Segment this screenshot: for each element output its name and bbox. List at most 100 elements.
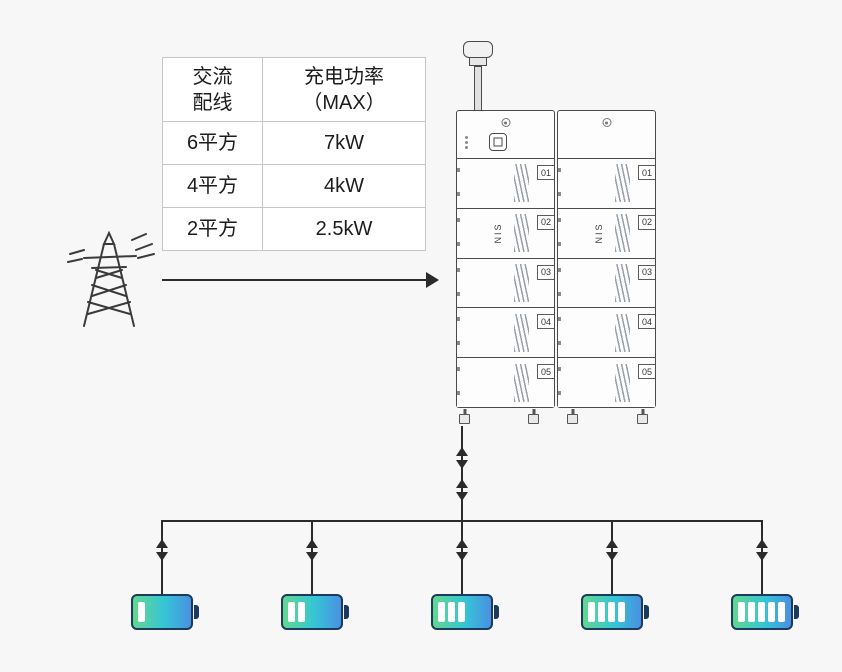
hinge-icon	[457, 168, 460, 172]
vent-grille-icon	[514, 363, 529, 402]
battery-charge-bar	[438, 602, 445, 622]
slot-number-badge: 01	[638, 165, 655, 180]
vent-grille-icon	[615, 313, 630, 352]
battery-slot: 05	[558, 357, 655, 407]
arrow-down-icon	[456, 552, 468, 561]
cabinet-left-column: 01 NIS 02 03 04 05	[456, 110, 555, 408]
battery-charge-bar	[288, 602, 295, 622]
battery-icon	[581, 594, 643, 630]
antenna-neck	[469, 57, 487, 66]
bidirectional-arrow-icon	[456, 447, 468, 469]
bidirectional-arrow-icon	[156, 539, 168, 561]
arrow-up-icon	[756, 539, 768, 548]
hinge-icon	[558, 217, 561, 222]
battery-charge-bar	[768, 602, 775, 622]
trunk-line	[461, 426, 463, 521]
arrow-down-icon	[756, 552, 768, 561]
cabinet-antenna-icon	[463, 41, 493, 111]
arrow-up-icon	[456, 479, 468, 488]
vent-grille-icon	[615, 164, 630, 203]
power-cell: 2.5kW	[262, 207, 426, 251]
arrow-down-icon	[156, 552, 168, 561]
slot-number-badge: 02	[638, 214, 655, 230]
arrow-up-icon	[456, 539, 468, 548]
battery-charge-bar	[608, 602, 615, 622]
vent-grille-icon	[615, 214, 630, 253]
vent-grille-icon	[514, 313, 529, 352]
hinge-icon	[558, 168, 561, 172]
battery-icon	[731, 594, 793, 630]
camera-icon	[489, 133, 507, 151]
battery-charge-bar	[618, 602, 625, 622]
battery-charge-bar	[138, 602, 145, 622]
slot-number-badge: 03	[638, 264, 655, 280]
battery-charge-bar	[598, 602, 605, 622]
bidirectional-arrow-icon	[456, 479, 468, 501]
slot-number-badge: 03	[537, 264, 554, 280]
wiring-cell: 4平方	[162, 164, 263, 208]
antenna-cap	[463, 41, 493, 58]
charging-cabinet: 01 NIS 02 03 04 05	[456, 110, 656, 408]
hinge-icon	[558, 367, 561, 372]
battery-charge-bar	[458, 602, 465, 622]
table-row: 2平方 2.5kW	[162, 207, 426, 251]
battery-charge-bar	[758, 602, 765, 622]
indicator-dots-icon	[465, 136, 468, 139]
logo-icon	[501, 118, 510, 127]
hinge-icon	[457, 217, 460, 222]
battery-icon	[431, 594, 493, 630]
slot-number-badge: 02	[537, 214, 554, 230]
power-feed-line	[162, 279, 426, 281]
arrow-up-icon	[306, 539, 318, 548]
battery-slot: 01	[457, 159, 554, 208]
battery-slot: 03	[558, 257, 655, 308]
cabinet-right-header	[558, 111, 655, 159]
arrow-down-icon	[306, 552, 318, 561]
cabinet-foot	[459, 414, 470, 424]
table-row: 6平方 7kW	[162, 121, 426, 165]
wiring-cell: 6平方	[162, 121, 263, 165]
slot-number-badge: 04	[537, 314, 554, 330]
cabinet-right-column: 01 NIS 02 03 04 05	[557, 110, 656, 408]
battery-charge-bar	[738, 602, 745, 622]
hinge-icon	[558, 317, 561, 322]
battery-icon	[131, 594, 193, 630]
battery-charge-bar	[448, 602, 455, 622]
hinge-icon	[457, 367, 460, 372]
slot-number-badge: 04	[638, 314, 655, 330]
battery-slot: 01	[558, 159, 655, 208]
battery-charge-bar	[778, 602, 785, 622]
ac-wiring-spec-table: 交流 配线 充电功率 （MAX） 6平方 7kW 4平方 4kW 2平方 2.5…	[162, 57, 426, 251]
arrow-down-icon	[606, 552, 618, 561]
wiring-cell: 2平方	[162, 207, 263, 251]
cabinet-foot	[567, 414, 578, 424]
vent-grille-icon	[615, 363, 630, 402]
cabinet-left-header	[457, 111, 554, 159]
battery-slot: NIS 02	[457, 207, 554, 258]
power-cell: 4kW	[262, 164, 426, 208]
battery-slot: 04	[457, 307, 554, 358]
brand-label: NIS	[493, 222, 503, 244]
battery-icon	[281, 594, 343, 630]
bidirectional-arrow-icon	[756, 539, 768, 561]
vent-grille-icon	[514, 214, 529, 253]
vent-grille-icon	[615, 263, 630, 302]
header-charge-power: 充电功率 （MAX）	[262, 57, 426, 122]
battery-slot: 04	[558, 307, 655, 358]
power-feed-arrowhead-icon	[426, 272, 439, 288]
vent-grille-icon	[514, 164, 529, 203]
arrow-up-icon	[456, 447, 468, 456]
battery-charge-bar	[588, 602, 595, 622]
hinge-icon	[558, 267, 561, 272]
slot-number-badge: 01	[537, 165, 554, 180]
slot-number-badge: 05	[638, 364, 655, 380]
brand-label: NIS	[594, 222, 604, 244]
battery-charge-bar	[748, 602, 755, 622]
slot-number-badge: 05	[537, 364, 554, 380]
bidirectional-arrow-icon	[456, 539, 468, 561]
arrow-down-icon	[456, 492, 468, 501]
battery-slot: NIS 02	[558, 207, 655, 258]
battery-slot: 03	[457, 257, 554, 308]
bidirectional-arrow-icon	[306, 539, 318, 561]
